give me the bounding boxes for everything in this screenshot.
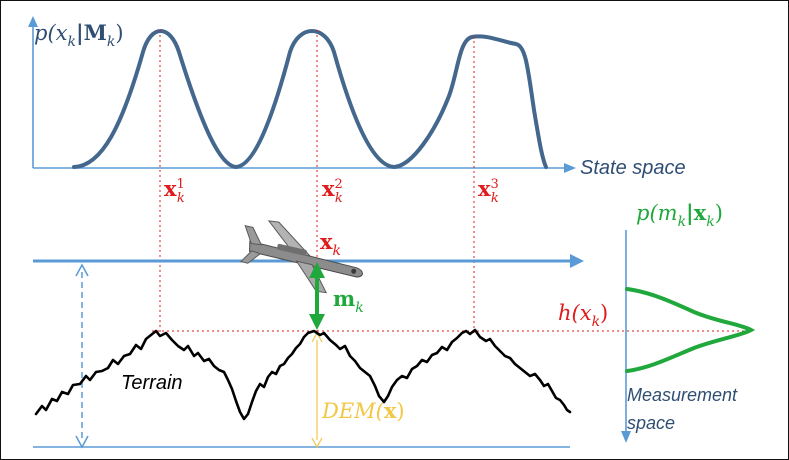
measurement-space-label-line1: Measurement xyxy=(627,385,738,405)
state-space-axis-arrowhead xyxy=(564,163,576,173)
prior-pdf-curve xyxy=(72,29,548,169)
likelihood-pdf-label: p(mk|xk) xyxy=(636,200,723,230)
likelihood-curve xyxy=(625,287,756,373)
true-state-label: xk xyxy=(320,229,341,259)
measurement-label: mk xyxy=(333,286,364,316)
particle-guides xyxy=(152,30,752,334)
altitude-double-arrow xyxy=(75,263,89,449)
dem-arrow xyxy=(311,331,323,449)
dem-label: DEM(x) xyxy=(321,398,405,423)
measurement-space-arrowhead xyxy=(621,431,631,443)
prior-pdf-plot: p(xk|Mk) State space xyxy=(28,16,686,179)
measurement-space-label-line2: space xyxy=(627,413,675,433)
state-space-label: State space xyxy=(580,157,686,179)
h-of-x-label: h(xk) xyxy=(558,301,608,330)
measurement-arrow xyxy=(309,262,325,330)
prior-pdf-label: p(xk|Mk) xyxy=(34,20,124,50)
terrain-profile xyxy=(34,328,572,421)
terrain-label: Terrain xyxy=(121,372,183,394)
likelihood-plot: p(mk|xk) h(xk) Measurement space xyxy=(558,200,756,443)
pdf-y-axis-arrowhead xyxy=(28,16,38,27)
flight-path-arrowhead xyxy=(570,254,584,268)
